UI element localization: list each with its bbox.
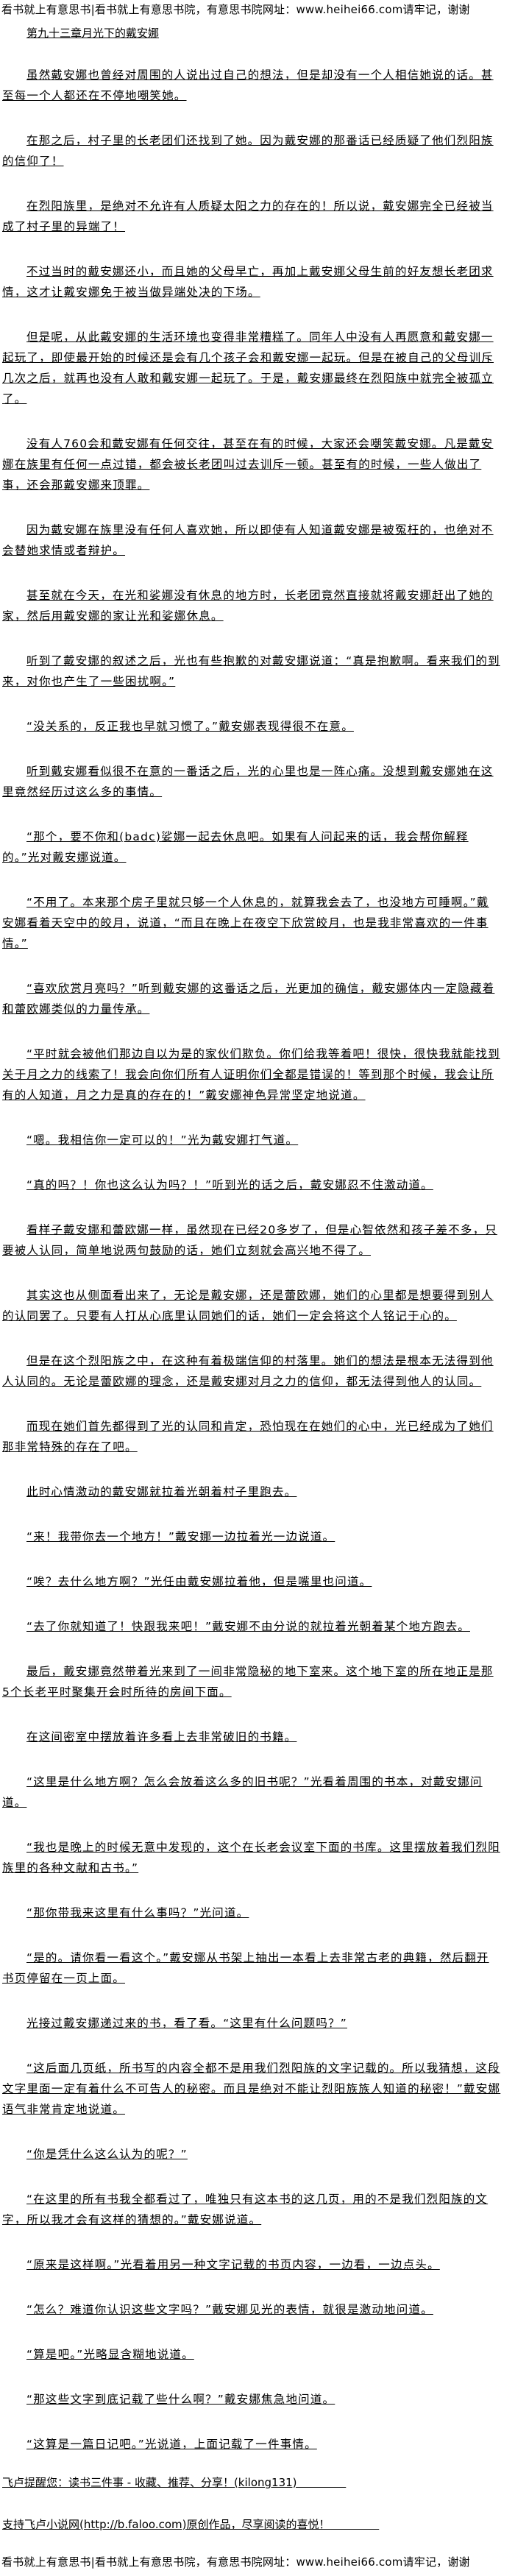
- paragraph: 在这间密室中摆放着许多看上去非常破旧的书籍。: [26, 1730, 297, 1744]
- paragraph: “平时就会被他们那边自以为是的家伙们欺负。你们给我等着吧！很快，很快我就能找到关…: [2, 1047, 500, 1102]
- site-banner-bottom: 看书就上有意思书|看书就上有意思书院，有意思书院网址：www.heihei66.…: [1, 2555, 470, 2569]
- paragraph: 看样子戴安娜和蕾欧娜一样，虽然现在已经20多岁了，但是心智依然和孩子差不多，只要…: [2, 1223, 498, 1257]
- paragraph: “没关系的，反正我也早就习惯了。”戴安娜表现得很不在意。: [26, 720, 354, 733]
- paragraph: “是的。请你看一看这个。”戴安娜从书架上抽出一本看上去非常古老的典籍，然后翻开书…: [2, 1951, 489, 1985]
- paragraph: 不过当时的戴安娜还小，而且她的父母早亡，再加上戴安娜父母生前的好友想长老团求情，…: [2, 265, 494, 299]
- paragraph: “那个，要不你和(badc)娑娜一起去休息吧。如果有人问起来的话，我会帮你解释的…: [2, 830, 469, 864]
- paragraph: “在这里的所有书我全都看过了，唯独只有这本书的这几页，用的不是我们烈阳族的文字，…: [2, 2193, 489, 2226]
- paragraph: “你是凭什么这么认为的呢？”: [26, 2148, 188, 2161]
- paragraph: “怎么？难道你认识这些文字吗？”戴安娜见光的表情，就很是激动地问道。: [26, 2303, 433, 2316]
- paragraph: 没有人760会和戴安娜有任何交往，甚至在有的时候，大家还会嘲笑戴安娜。凡是戴安娜…: [2, 437, 494, 492]
- paragraph: 虽然戴安娜也曾经对周围的人说出过自己的想法，但是却没有一个人相信她说的话。甚至每…: [2, 68, 494, 102]
- paragraph: 在烈阳族里，是绝对不允许有人质疑太阳之力的存在的！所以说，戴安娜完全已经被当成了…: [2, 199, 494, 233]
- paragraph: 但是呢，从此戴安娜的生活环境也变得非常糟糕了。同年人中没有人再愿意和戴安娜一起玩…: [2, 330, 494, 406]
- footer-reminder: 飞卢提醒您：读书三件事 - 收藏、推荐、分享！(kilong131): [2, 2473, 502, 2492]
- footer-reminder-text: 飞卢提醒您：读书三件事 - 收藏、推荐、分享！(kilong131): [2, 2476, 297, 2489]
- paragraph: “来！我带你去一个地方！”戴安娜一边拉着光一边说道。: [26, 1530, 335, 1543]
- paragraph: “我也是晚上的时候无意中发现的，这个在长老会议室下面的书库。这里摆放着我们烈阳族…: [2, 1841, 500, 1875]
- chapter-title: 第九十三章月光下的戴安娜: [26, 26, 160, 40]
- underline-pad: [330, 2515, 379, 2534]
- chapter-content: 虽然戴安娜也曾经对周围的人说出过自己的想法，但是却没有一个人相信她说的话。甚至每…: [2, 65, 501, 2479]
- footer-support-text: 支持飞卢小说网(http://b.faloo.com)原创作品，尽享阅读的喜悦！: [2, 2518, 330, 2531]
- paragraph: “这后面几页纸，所书写的内容全都不是用我们烈阳族的文字记载的。所以我猜想，这段文…: [2, 2062, 501, 2116]
- paragraph: 但是在这个烈阳族之中，在这种有着极端信仰的村落里。她们的想法是根本无法得到他人认…: [2, 1354, 494, 1388]
- paragraph: 光接过戴安娜递过来的书，看了看。“这里有什么问题吗？”: [26, 2017, 347, 2030]
- paragraph: “唉？去什么地方啊？”光任由戴安娜拉着他，但是嘴里也问道。: [26, 1575, 372, 1588]
- paragraph: 因为戴安娜在族里没有任何人喜欢她，所以即使有人知道戴安娜是被冤枉的，也绝对不会替…: [2, 523, 494, 557]
- paragraph: 其实这也从侧面看出来了，无论是戴安娜，还是蕾欧娜，她们的心里都是想要得到别人的认…: [2, 1289, 494, 1323]
- paragraph: “去了你就知道了！快跟我来吧！”戴安娜不由分说的就拉着光朝着某个地方跑去。: [26, 1620, 470, 1633]
- paragraph: “这里是什么地方啊？怎么会放着这么多的旧书呢？”光看着周围的书本，对戴安娜问道。: [2, 1775, 483, 1809]
- paragraph: “真的吗？！你也这么认为吗？！”听到光的话之后，戴安娜忍不住激动道。: [26, 1178, 433, 1192]
- paragraph: “原来是这样啊。”光看着用另一种文字记载的书页内容，一边看，一边点头。: [26, 2258, 440, 2271]
- site-banner-top: 看书就上有意思书|看书就上有意思书院，有意思书院网址：www.heihei66.…: [1, 3, 470, 16]
- paragraph: 甚至就在今天，在光和娑娜没有休息的地方时，长老团竟然直接就将戴安娜赶出了她的家，…: [2, 589, 494, 623]
- paragraph: 在那之后，村子里的长老团们还找到了她。因为戴安娜的那番话已经质疑了他们烈阳族的信…: [2, 134, 494, 168]
- paragraph: “嗯。我相信你一定可以的！”光为戴安娜打气道。: [26, 1133, 299, 1147]
- paragraph: “这算是一篇日记吧。”光说道，上面记载了一件事情。: [26, 2438, 317, 2451]
- paragraph: “喜欢欣赏月亮吗？”听到戴安娜的这番话之后，光更加的确信，戴安娜体内一定隐藏着和…: [2, 982, 495, 1016]
- paragraph: 最后，戴安娜竟然带着光来到了一间非常隐秘的地下室来。这个地下室的所在地正是那5个…: [2, 1665, 494, 1699]
- paragraph: “不用了。本来那个房子里就只够一个人休息的，就算我会去了，也没地方可睡啊。”戴安…: [2, 896, 489, 950]
- paragraph: 听到戴安娜看似很不在意的一番话之后，光的心里也是一阵心痛。没想到戴安娜她在这里竟…: [2, 765, 494, 799]
- paragraph: 此时心情激动的戴安娜就拉着光朝着村子里跑去。: [26, 1485, 297, 1498]
- underline-pad: [297, 2473, 347, 2492]
- footer: 飞卢提醒您：读书三件事 - 收藏、推荐、分享！(kilong131) 支持飞卢小…: [2, 2473, 502, 2557]
- footer-support: 支持飞卢小说网(http://b.faloo.com)原创作品，尽享阅读的喜悦！: [2, 2515, 502, 2534]
- paragraph: 而现在她们首先都得到了光的认同和肯定，恐怕现在在她们的心中，光已经成为了她们那非…: [2, 1420, 494, 1454]
- paragraph: “那这些文字到底记载了些什么啊？”戴安娜焦急地问道。: [26, 2393, 335, 2406]
- paragraph: “那你带我来这里有什么事吗？”光问道。: [26, 1906, 249, 1919]
- paragraph: “算是吧。”光略显含糊地说道。: [26, 2348, 194, 2361]
- paragraph: 听到了戴安娜的叙述之后，光也有些抱歉的对戴安娜说道：“真是抱歉啊。看来我们的到来…: [2, 654, 500, 688]
